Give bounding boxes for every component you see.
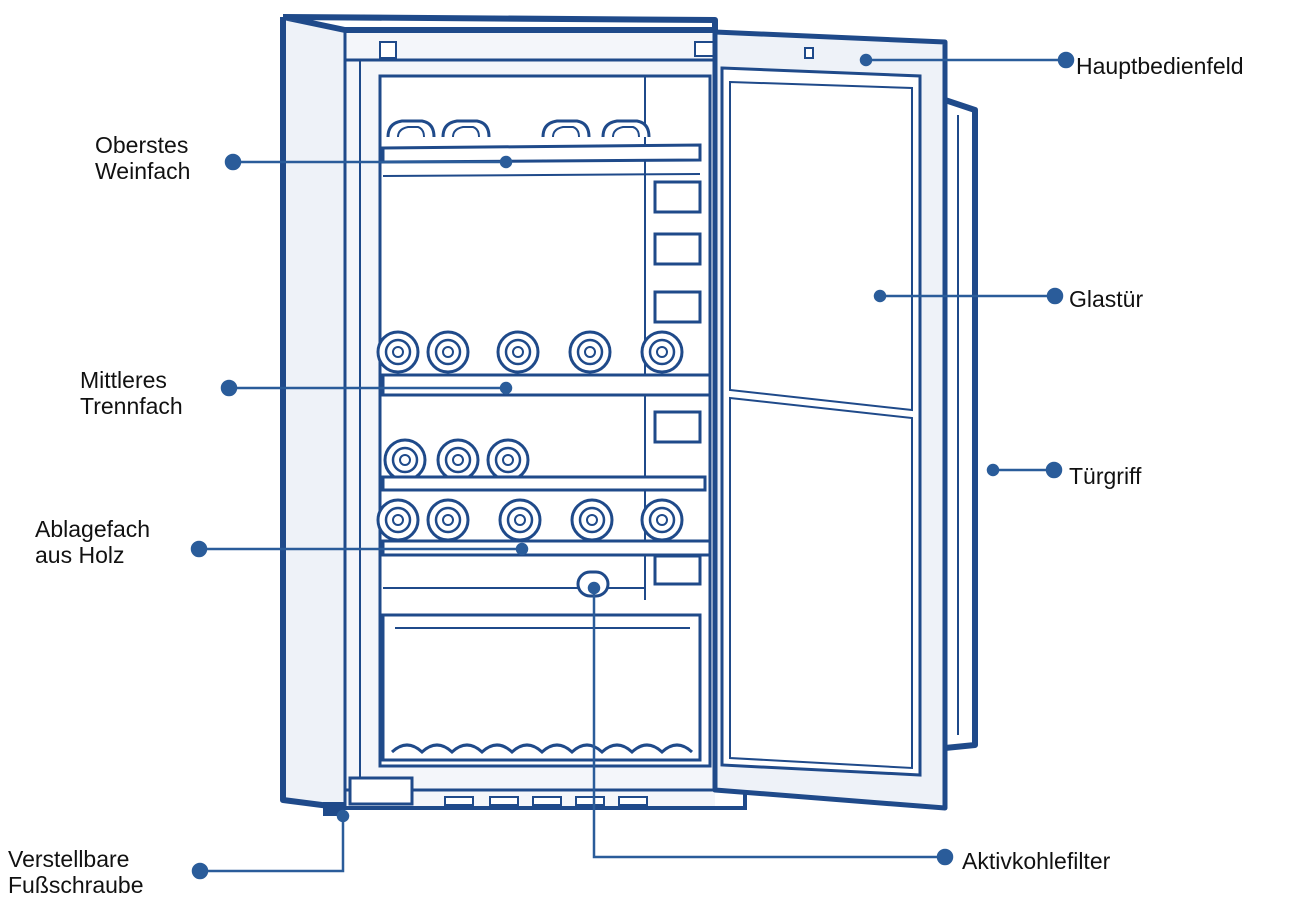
lower-shelf (381, 438, 707, 492)
glass-door (712, 29, 948, 811)
label-charcoal-filter: Aktivkohlefilter (962, 848, 1111, 874)
label-middle-divider: Mittleres Trennfach (80, 367, 183, 419)
label-door-handle: Türgriff (1069, 463, 1142, 489)
leader-lines (190, 51, 1075, 880)
label-wooden-shelf: Ablagefach aus Holz (35, 516, 151, 568)
door-handle (944, 97, 978, 751)
shelf-rail-brackets (653, 180, 702, 586)
label-adjustable-foot-screw: Verstellbare Fußschraube (8, 846, 144, 898)
label-glass-door: Glastür (1069, 286, 1144, 312)
top-wine-shelf (381, 119, 702, 177)
label-top-wine-shelf: Oberstes Weinfach (95, 132, 191, 184)
wooden-storage-shelf (376, 498, 712, 557)
label-main-control-panel: Hauptbedienfeld (1076, 53, 1244, 79)
